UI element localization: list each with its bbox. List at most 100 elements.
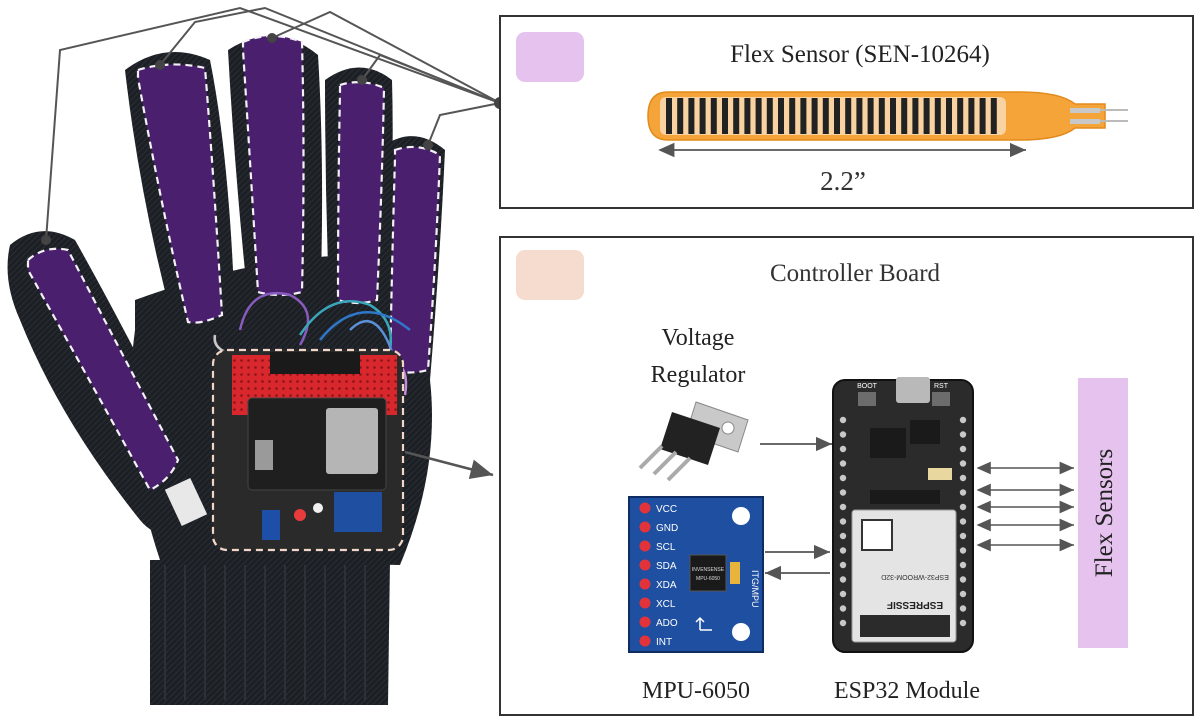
esp-pin [839, 532, 847, 540]
esp32-board: BOOT RST ESP32-WROOM-32D ESPRESSIF [832, 377, 974, 653]
flex-trace [789, 98, 796, 134]
esp-pin [959, 489, 967, 496]
glove-sensor-index [136, 63, 224, 324]
mpu-pin-dot [639, 540, 651, 552]
mpu-label: MPU-6050 [642, 678, 750, 704]
voltage-regulator-icon [638, 401, 749, 482]
flex-trace [722, 98, 728, 134]
esp-pin [959, 605, 967, 612]
esp-pin [839, 590, 847, 598]
esp-pins-right [959, 416, 967, 627]
flex-trace [834, 98, 840, 134]
flex-sensors-bar [1078, 378, 1128, 648]
esp-pin [839, 474, 847, 482]
flex-sensor-panel: Flex Sensor (SEN-10264) 2.2” [499, 15, 1194, 209]
esp-pin [959, 518, 967, 525]
board-to-panel-arrow [404, 450, 494, 479]
esp-pin [839, 416, 847, 424]
flex-sensor-strip [647, 91, 1128, 141]
flex-trace [688, 98, 695, 134]
glove-cuff [150, 560, 390, 705]
esp-pin [839, 445, 847, 453]
flex-trace [800, 98, 807, 134]
mpu-pin-label: SDA [656, 561, 677, 572]
flex-trace [946, 98, 952, 134]
esp-pin [959, 460, 967, 467]
flex-trace [867, 98, 874, 134]
esp-pin [959, 416, 967, 424]
flex-trace [677, 98, 684, 134]
esp-module-brand: ESPRESSIF [887, 599, 943, 610]
flex-trace [845, 98, 852, 134]
flex-trace [811, 98, 818, 134]
flex-trace [822, 98, 829, 134]
flex-sensors-label: Flex Sensors [1091, 449, 1118, 577]
flex-trace [778, 98, 784, 134]
mpu-pin-dot [639, 597, 651, 609]
esp-pin [959, 561, 967, 569]
flex-length-label: 2.2” [820, 166, 866, 196]
flex-trace [856, 98, 863, 134]
esp-pin [839, 489, 847, 496]
esp-pin [959, 619, 967, 627]
flex-panel-swatch [516, 32, 584, 82]
flex-trace [934, 98, 941, 134]
flex-trace [710, 98, 717, 134]
flex-trace [878, 98, 885, 134]
flex-trace [755, 98, 762, 134]
mpu-pin-label: GND [656, 523, 678, 534]
glove-photo [7, 6, 506, 705]
esp-pin [839, 503, 847, 511]
esp-pin [839, 518, 847, 525]
esp-rst-label: RST [934, 383, 949, 390]
flex-trace [699, 98, 706, 134]
esp-pin [839, 619, 847, 627]
flex-trace [957, 98, 964, 134]
mpu-pin-dot [639, 502, 651, 514]
mpu-side-label: ITG/MPU [750, 570, 760, 608]
esp-pin [839, 431, 847, 438]
flex-trace [990, 98, 997, 134]
mpu-chip-model: MPU-6050 [696, 576, 720, 582]
glove-sensor-pinky [388, 145, 442, 374]
flex-trace [923, 98, 930, 134]
esp-pin [959, 445, 967, 453]
glove-controller-board [164, 348, 405, 552]
esp-pin [839, 605, 847, 612]
esp-label: ESP32 Module [834, 678, 980, 704]
mpu-pin-label: XDA [656, 580, 677, 591]
mpu-chip-brand: INVENSENSE [692, 567, 725, 573]
esp-pin [959, 576, 967, 583]
glove-sensor-thumb [26, 247, 180, 492]
esp-boot-label: BOOT [857, 383, 878, 390]
flex-trace [766, 98, 773, 134]
glove-flex-sensors [26, 34, 442, 492]
mpu-pin-dot [639, 635, 651, 647]
flex-trace [666, 98, 672, 134]
esp-flex-arrows [976, 461, 1074, 552]
flex-trace [912, 98, 919, 134]
flex-panel-title: Flex Sensor (SEN-10264) [730, 41, 990, 68]
regulator-label-line2: Regulator [651, 362, 746, 388]
esp-pin [839, 576, 847, 583]
mpu-pin-label: VCC [656, 504, 677, 515]
glove-leader-lines [41, 6, 506, 245]
esp-pin [959, 431, 967, 438]
regulator-label-line1: Voltage [662, 325, 735, 351]
flex-trace [968, 98, 975, 134]
esp-pin [959, 474, 967, 482]
flex-sensor-traces [666, 98, 997, 134]
flex-trace [890, 98, 896, 134]
mpu-pin-dot [639, 578, 651, 590]
mpu-pin-label: INT [656, 637, 672, 648]
esp-pin [959, 532, 967, 540]
flex-trace [733, 98, 740, 134]
glove-sensor-middle [241, 34, 305, 297]
esp-pin [839, 460, 847, 467]
mpu-pin-dot [639, 616, 651, 628]
controller-panel-swatch [516, 250, 584, 300]
esp-pin [839, 547, 847, 554]
esp-pins-left [839, 416, 847, 627]
